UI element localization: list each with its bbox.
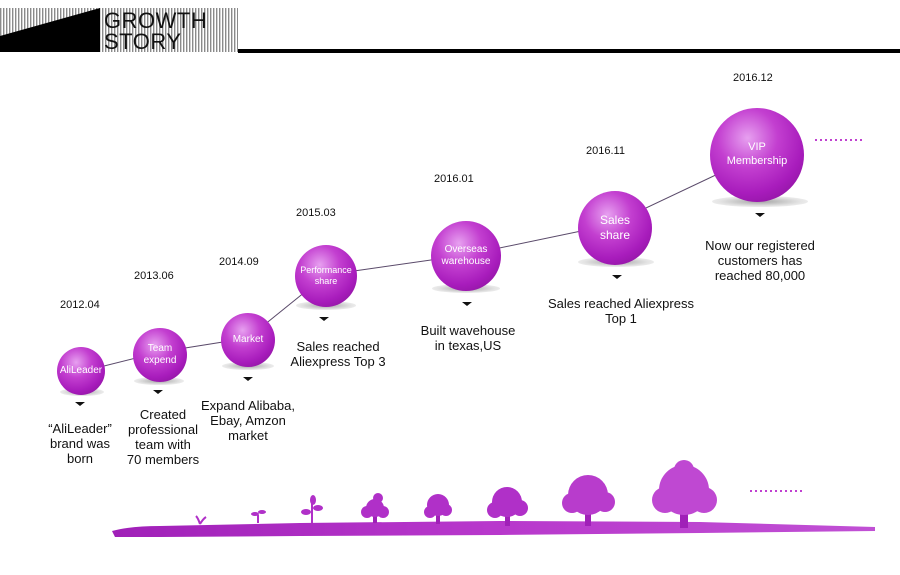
chevron-down-icon — [462, 302, 472, 306]
milestone-caption-2016-12: Now our registered customers has reached… — [705, 238, 815, 283]
milestone-caption-2015: Sales reached Aliexpress Top 3 — [290, 339, 386, 369]
milestone-circle-performance-share: Performance share — [295, 245, 357, 307]
chevron-down-icon — [612, 275, 622, 279]
header-banner — [0, 8, 900, 53]
milestone-circle-market: Market — [221, 313, 275, 367]
title-line-2: STORY — [104, 29, 182, 54]
chevron-down-icon — [243, 377, 253, 381]
milestone-circle-sales-share: Sales share — [578, 191, 652, 265]
milestone-date-2016-11: 2016.11 — [586, 145, 625, 157]
milestone-caption-2016-11: Sales reached Aliexpress Top 1 — [548, 296, 694, 326]
page-title: GROWTH STORY — [104, 8, 208, 54]
milestone-caption-2012: “AliLeader” brand was born — [48, 421, 112, 466]
milestone-date-2016-01: 2016.01 — [434, 173, 474, 185]
milestone-date-2013: 2013.06 — [134, 270, 174, 282]
milestone-circle-alileader: AliLeader — [57, 347, 105, 395]
milestone-circle-team-expend: Team expend — [133, 328, 187, 382]
milestone-date-2012: 2012.04 — [60, 299, 100, 311]
milestone-circle-overseas-warehouse: Overseas warehouse — [431, 221, 501, 291]
chevron-down-icon — [755, 213, 765, 217]
title-line-1: GROWTH — [104, 8, 208, 33]
milestone-caption-2013: Created professional team with 70 member… — [126, 407, 200, 467]
milestone-caption-2016-01: Built wavehouse in texas,US — [420, 323, 516, 353]
milestone-date-2014: 2014.09 — [219, 256, 259, 268]
milestone-caption-2014: Expand Alibaba, Ebay, Amzon market — [201, 398, 295, 443]
chevron-down-icon — [153, 390, 163, 394]
chevron-down-icon — [319, 317, 329, 321]
milestone-date-2016-12: 2016.12 — [733, 72, 773, 84]
milestone-circle-vip-membership: VIP Membership — [710, 108, 804, 202]
chevron-down-icon — [75, 402, 85, 406]
milestone-date-2015: 2015.03 — [296, 207, 336, 219]
